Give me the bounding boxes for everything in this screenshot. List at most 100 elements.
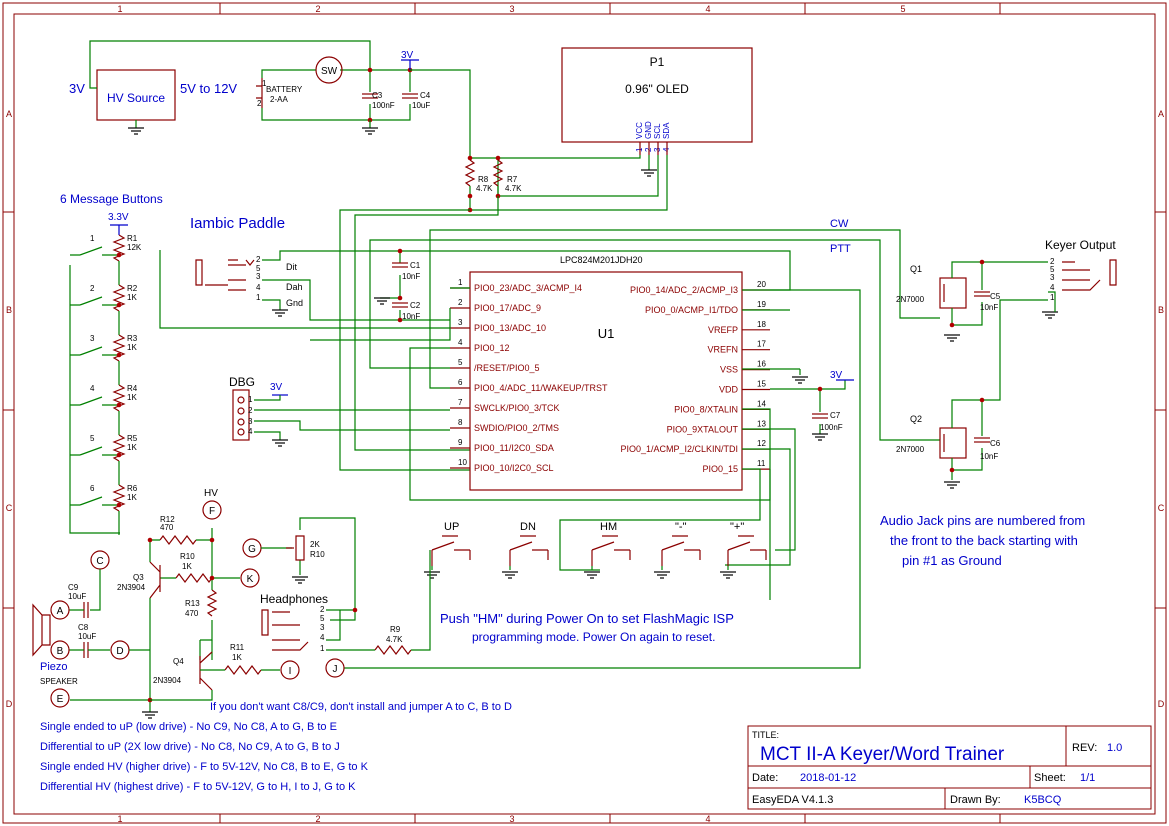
drawn-value: K5BCQ (1024, 794, 1062, 806)
hv-output-label: 5V to 12V (180, 81, 237, 96)
rev-value: 1.0 (1107, 742, 1122, 754)
message-buttons: 6 Message Buttons 3.3V R112K1R21K2R31K3R… (60, 192, 163, 535)
mcu-pin-number: 9 (458, 438, 463, 447)
ladder-resistor-ref: R1 (127, 234, 138, 243)
btn-dn-label: DN (520, 521, 536, 533)
grid-col-5: 5 (900, 4, 905, 14)
ladder-resistor (112, 284, 126, 312)
ladder-resistor (112, 384, 126, 412)
node-a[interactable] (50, 600, 70, 620)
mcu-pin-name: PIO0_4/ADC_11/WAKEUP/TRST (474, 383, 608, 393)
nav-switch[interactable] (509, 535, 549, 566)
node-b[interactable] (50, 640, 70, 660)
svg-text:3: 3 (1050, 273, 1055, 282)
mcu-pin-number: 10 (458, 458, 467, 467)
c5-ref: C5 (990, 292, 1001, 301)
note-c8c9: If you don't want C8/C9, don't install a… (210, 701, 512, 713)
mcu-pin-number: 17 (757, 340, 766, 349)
mcu-pin-number: 18 (757, 320, 766, 329)
svg-text:4: 4 (320, 633, 325, 642)
ladder-resistor-value: 1K (127, 443, 137, 452)
grid-col-1: 1 (117, 4, 122, 14)
battery-value: 2-AA (270, 95, 288, 104)
grid-row-b: B (6, 305, 12, 315)
cw-label: CW (830, 218, 849, 230)
grid-row-a: A (6, 109, 12, 119)
message-switch-number: 2 (90, 284, 95, 293)
q3-part: 2N3904 (117, 583, 146, 592)
c3-value: 100nF (372, 101, 395, 110)
note-hm-1: Push "HM" during Power On to set FlashMa… (440, 611, 734, 626)
svg-text:2: 2 (1050, 257, 1055, 266)
c7-ref: C7 (830, 411, 841, 420)
oled-module[interactable] (561, 47, 753, 143)
c6-ref: C6 (990, 439, 1001, 448)
node-f[interactable] (202, 500, 222, 520)
tool-value: EasyEDA V4.1.3 (752, 794, 833, 806)
c6-value: 10nF (980, 452, 998, 461)
mcu-ref: U1 (598, 326, 615, 341)
r11-ref: R11 (230, 643, 245, 652)
nav-switch[interactable] (661, 535, 701, 566)
ladder-resistor-ref: R2 (127, 284, 138, 293)
node-d-label: D (116, 646, 123, 657)
mcu-body[interactable] (469, 271, 743, 491)
message-switch-number: 1 (90, 234, 95, 243)
mcu-rail-3v: 3V (830, 370, 843, 381)
mcu-pin-name: PIO0_15 (702, 464, 738, 474)
hv-input-label: 3V (69, 81, 85, 96)
title-block: TITLE: MCT II-A Keyer/Word Trainer REV: … (747, 725, 1152, 810)
svg-text:3: 3 (256, 272, 261, 281)
battery-plus: 1 (262, 79, 267, 88)
ladder-resistor-ref: R4 (127, 384, 138, 393)
r12-value: 470 (160, 523, 174, 532)
power-section: HV Source 3V 5V to 12V 1 2 BATTERY 2-AA … (69, 40, 471, 158)
ladder-resistor-value: 1K (127, 493, 137, 502)
note-jack-2: the front to the back starting with (890, 533, 1078, 548)
c5-value: 10nF (980, 303, 998, 312)
mcu-pin-number: 19 (757, 300, 766, 309)
r13-ref: R13 (185, 599, 200, 608)
pot-value: 2K (310, 540, 320, 549)
mcu-pin-name: VSS (720, 365, 738, 375)
btn-minus-label: "-" (675, 521, 687, 533)
mcu-pin-name: PIO0_10/I2C0_SCL (474, 463, 554, 473)
svg-text:3: 3 (248, 417, 253, 426)
oled-pin-vcc: VCC (635, 122, 644, 139)
mcu-pin-name: PIO0_9XTALOUT (667, 424, 739, 434)
mcu-pin-name: PIO0_12 (474, 343, 510, 353)
node-e-label: E (57, 694, 64, 705)
mcu-pin-number: 8 (458, 418, 463, 427)
svg-text:4: 4 (248, 427, 253, 436)
svg-text:4: 4 (256, 283, 261, 292)
mcu-pin-number: 14 (757, 399, 766, 408)
nav-switch[interactable] (591, 535, 631, 566)
audio-section: R12 470 F HV R10 1K K R13 470 Q3 2N3904 … (32, 488, 431, 719)
message-switch-number: 4 (90, 384, 95, 393)
mcu-pin-number: 1 (458, 278, 463, 287)
mcu-pin-name: VDD (719, 385, 739, 395)
node-i[interactable] (280, 660, 300, 680)
nav-switch[interactable] (727, 535, 767, 566)
c4-ref: C4 (420, 91, 431, 100)
ladder-resistor-value: 1K (127, 393, 137, 402)
vcc-3v-symbol (401, 59, 419, 70)
node-e[interactable] (50, 688, 70, 708)
message-switch-number: 5 (90, 434, 95, 443)
node-j-label: J (333, 664, 338, 675)
power-switch[interactable] (315, 56, 343, 84)
ladder-resistor (112, 334, 126, 362)
ladder-resistor (112, 484, 126, 512)
grid-row-d-right: D (1158, 699, 1165, 709)
nav-switch[interactable] (431, 535, 471, 566)
c2-ref: C2 (410, 301, 421, 310)
ladder-resistor-ref: R6 (127, 484, 138, 493)
power-switch-label: SW (321, 66, 338, 77)
node-j[interactable] (325, 658, 345, 678)
r9-ref: R9 (390, 625, 401, 634)
mcu-pin-name: PIO0_1/ACMP_I2/CLKIN/TDI (620, 444, 738, 454)
node-k[interactable] (240, 568, 260, 588)
ladder-resistor-ref: R3 (127, 334, 138, 343)
mcu-part: LPC824M201JDH20 (560, 255, 643, 265)
